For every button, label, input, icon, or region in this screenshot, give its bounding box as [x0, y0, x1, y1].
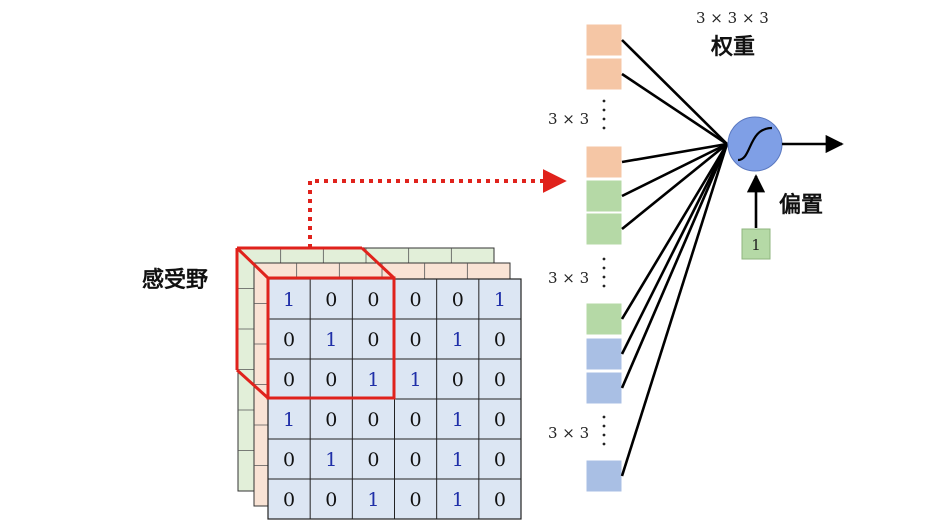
- neuron: [727, 116, 783, 172]
- weight-line: [621, 142, 728, 164]
- weight-line: [621, 142, 728, 231]
- weight-line: [620, 143, 729, 389]
- grid-cell-value: 1: [452, 409, 464, 431]
- receptive-field-arrow: [308, 169, 567, 248]
- weight-element: [585, 302, 623, 336]
- grid-cell-value: 1: [367, 489, 379, 511]
- grid-cell-value: 1: [325, 449, 337, 471]
- grid-cell-value: 0: [410, 289, 422, 311]
- receptive-field-box: [235, 246, 396, 400]
- weight-element: [585, 459, 623, 493]
- weight-line: [621, 142, 728, 198]
- grid-cell-value: 0: [367, 289, 379, 311]
- grid-cell-value: 0: [367, 329, 379, 351]
- bias-input: 1: [741, 228, 771, 260]
- grid-cell-value: 1: [452, 449, 464, 471]
- weight-vector: [585, 23, 623, 493]
- grid-cell-value: 0: [452, 289, 464, 311]
- weight-element: [585, 337, 623, 371]
- grid-cell-value: 0: [410, 449, 422, 471]
- grid-cell-value: 0: [494, 369, 506, 391]
- weight-line: [621, 39, 728, 145]
- grid-cell-value: 0: [410, 489, 422, 511]
- grid-cell-value: 0: [325, 369, 337, 391]
- group-dims-label: 3 × 3: [548, 424, 589, 442]
- grid-cell-value: 1: [452, 489, 464, 511]
- weight-element: [585, 145, 623, 179]
- grid-cell-value: 1: [283, 289, 295, 311]
- grid-cell-value: 0: [367, 449, 379, 471]
- grid-cell-value: 0: [410, 409, 422, 431]
- weight-element: [585, 179, 623, 213]
- weight-element: [585, 371, 623, 405]
- grid-cell-value: 1: [452, 329, 464, 351]
- weight-line: [620, 143, 729, 320]
- weight-element: [585, 57, 623, 91]
- grid-cell-value: 1: [367, 369, 379, 391]
- bias-label: 偏置: [779, 192, 823, 218]
- grid-cell-value: 0: [283, 449, 295, 471]
- grid-cell-value: 0: [494, 489, 506, 511]
- bias-input-value: 1: [751, 236, 761, 254]
- group-dims-label: 3 × 3: [548, 110, 589, 128]
- grid-cell-value: 0: [325, 489, 337, 511]
- weight-element: [585, 212, 623, 246]
- grid-cell-value: 0: [283, 489, 295, 511]
- grid-cell-value: 1: [410, 369, 422, 391]
- weight-line: [621, 72, 728, 146]
- weights-dims: 3 × 3 × 3: [696, 9, 769, 27]
- group-dims-label: 3 × 3: [548, 269, 589, 287]
- weight-element: [585, 23, 623, 57]
- grid-cell-value: 1: [325, 329, 337, 351]
- weight-line: [620, 143, 729, 477]
- weights-label: 权重: [710, 34, 755, 60]
- grid-cell-value: 1: [283, 409, 295, 431]
- grid-cell-value: 1: [494, 289, 506, 311]
- weight-connections: [620, 39, 729, 477]
- weight-line: [620, 143, 729, 355]
- grid-cell-value: 0: [325, 409, 337, 431]
- grid-cell-value: 0: [494, 449, 506, 471]
- grid-cell-value: 0: [494, 409, 506, 431]
- grid-cell-value: 0: [283, 369, 295, 391]
- grid-cell-value: 0: [410, 329, 422, 351]
- grid-cell-value: 0: [494, 329, 506, 351]
- receptive-field-label: 感受野: [142, 267, 208, 293]
- column-ellipsis-dots: [602, 99, 606, 446]
- grid-cell-value: 0: [283, 329, 295, 351]
- grid-cell-value: 0: [367, 409, 379, 431]
- grid-cell-value: 0: [325, 289, 337, 311]
- grid-cell-value: 0: [452, 369, 464, 391]
- sigmoid-icon: [737, 126, 773, 162]
